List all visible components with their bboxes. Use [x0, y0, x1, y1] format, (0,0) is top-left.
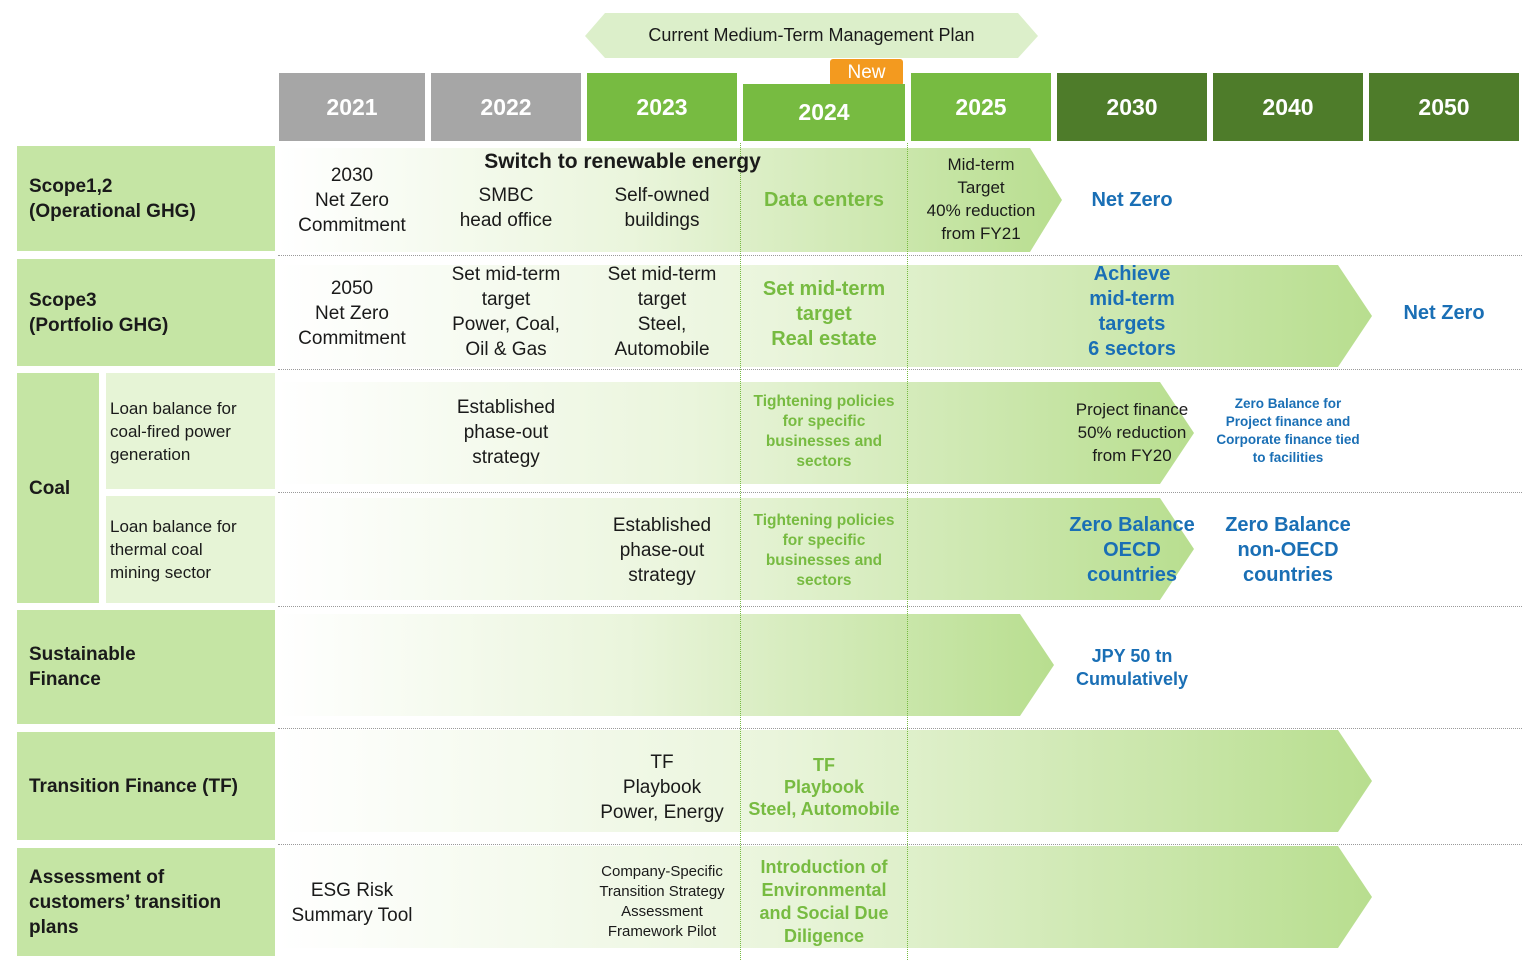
year-2024: 2024 [743, 84, 905, 141]
scope3-arrow [278, 265, 1372, 367]
year-2022: 2022 [431, 73, 581, 141]
row-label-assessment: Assessment of customers’ transition plan… [17, 848, 275, 956]
new-badge: New [830, 59, 903, 86]
row-divider [278, 255, 1522, 256]
scope12-2021: 2030 Net Zero Commitment [298, 164, 406, 236]
sublabel-coal-power: Loan balance for coal-fired power genera… [106, 373, 275, 489]
assessment-2021: ESG Risk Summary Tool [291, 880, 413, 926]
scope3-2023: Set mid-term target Steel, Automobile [607, 264, 717, 360]
tf-2023: TF Playbook Power, Energy [600, 751, 724, 823]
year-2021: 2021 [279, 73, 425, 141]
assessment-2023: Company-Specific Transition Strategy Ass… [599, 863, 725, 940]
row-divider [278, 728, 1522, 729]
plan-label: Current Medium-Term Management Plan [648, 25, 975, 45]
year-2025: 2025 [911, 73, 1051, 141]
coal-mining-2040: Zero Balance non-OECD countries [1225, 513, 1351, 586]
row-divider [278, 369, 1522, 370]
scope12-2023: Self-owned buildings [614, 184, 710, 231]
scope12-2025: Mid-term Target 40% reduction from FY21 [926, 155, 1036, 243]
coal-power-2030: Project finance 50% reduction from FY20 [1075, 399, 1189, 465]
year-2030: 2030 [1057, 73, 1207, 141]
scope3-2050: Net Zero [1403, 301, 1485, 324]
tf-arrow [278, 730, 1372, 832]
row-label-sustainable: Sustainable Finance [17, 610, 275, 724]
scope12-2030: Net Zero [1091, 188, 1173, 211]
row-label-coal: Coal [17, 373, 99, 603]
row-divider [278, 844, 1522, 845]
scope3-2021: 2050 Net Zero Commitment [298, 277, 406, 349]
scope3-2030: Achieve mid-term targets 6 sectors [1088, 263, 1176, 360]
coal-mining-2024: Tightening policies for specific busines… [753, 512, 895, 589]
plan-boundary-line [907, 143, 908, 960]
coal-mining-2023: Established phase-out strategy [612, 514, 712, 586]
scope12-2022: SMBC head office [459, 184, 553, 231]
assessment-2024: Introduction of Environmental and Social… [759, 857, 889, 946]
coal-power-2022: Established phase-out strategy [456, 396, 556, 468]
scope3-2024: Set mid-term target Real estate [762, 277, 886, 350]
row-label-tf: Transition Finance (TF) [17, 732, 275, 840]
tf-2024: TF Playbook Steel, Automobile [748, 755, 900, 819]
coal-power-2024: Tightening policies for specific busines… [753, 393, 895, 470]
year-2023: 2023 [587, 73, 737, 141]
coal-mining-arrow [278, 498, 1194, 600]
year-2040: 2040 [1213, 73, 1363, 141]
scope3-2022: Set mid-term target Power, Coal, Oil & G… [451, 264, 561, 360]
coal-power-2040: Zero Balance for Project finance and Cor… [1216, 396, 1360, 465]
row-label-scope3: Scope3 (Portfolio GHG) [17, 259, 275, 366]
coal-power-arrow [278, 382, 1194, 484]
sublabel-coal-mining: Loan balance for thermal coal mining sec… [106, 496, 275, 603]
sustainable-2030: JPY 50 tn Cumulatively [1075, 646, 1189, 689]
sustainable-arrow [278, 614, 1054, 716]
row-divider [278, 492, 1522, 493]
row-label-scope12: Scope1,2 (Operational GHG) [17, 146, 275, 251]
assessment-arrow [278, 846, 1372, 948]
year-2050: 2050 [1369, 73, 1519, 141]
renewable-banner: Switch to renewable energy [484, 150, 761, 173]
scope12-2024: Data centers [763, 188, 885, 211]
row-divider [278, 606, 1522, 607]
scope12-arrow [278, 148, 1062, 252]
plan-boundary-line [740, 143, 741, 960]
plan-arrow [585, 13, 1038, 58]
coal-mining-2030: Zero Balance OECD countries [1069, 513, 1195, 586]
